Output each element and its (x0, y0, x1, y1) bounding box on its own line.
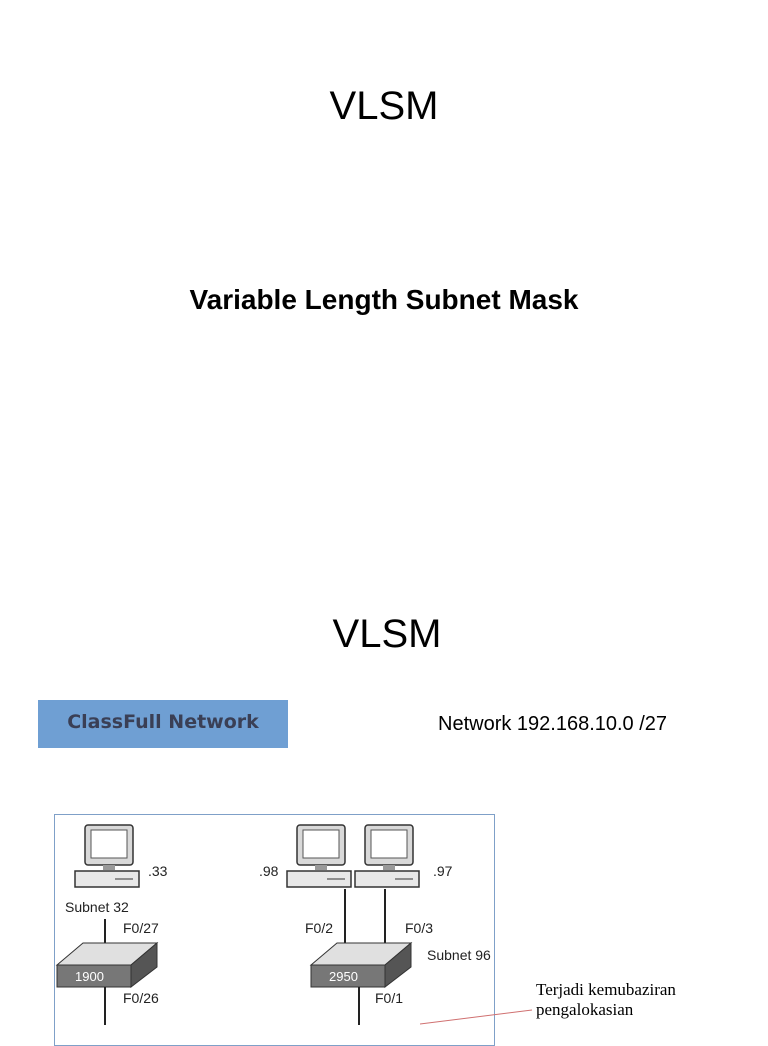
computer-icon (286, 824, 352, 888)
host-ip-98: .98 (259, 863, 279, 879)
callout-note: Terjadi kemubaziran pengalokasian (536, 980, 736, 1020)
topology-svg: .33 Subnet 32 F0/27 1900 F0/26 (55, 824, 491, 1025)
port-f0-1: F0/1 (375, 990, 403, 1006)
note-line-1: Terjadi kemubaziran (536, 980, 676, 999)
callout-line (420, 1009, 533, 1025)
classfull-banner: ClassFull Network (38, 700, 288, 748)
slide-title: VLSM (329, 84, 439, 128)
network-address: Network 192.168.10.0 /27 (438, 713, 668, 735)
switch-icon (55, 941, 159, 989)
host-ip-33: .33 (148, 863, 168, 879)
host-ip-97: .97 (433, 863, 453, 879)
slide-2: VLSM ClassFull Network Network 192.168.1… (0, 560, 768, 1046)
network-diagram: .33 Subnet 32 F0/27 1900 F0/26 (54, 814, 495, 1046)
note-line-2: pengalokasian (536, 1000, 634, 1019)
banner-label: ClassFull Network (67, 711, 259, 733)
port-f0-26: F0/26 (123, 990, 159, 1006)
slide-subtitle: Variable Length Subnet Mask (189, 284, 579, 315)
subnet-32-label: Subnet 32 (65, 899, 129, 915)
slide-title: VLSM (332, 612, 442, 656)
port-f0-27: F0/27 (123, 920, 159, 936)
subnet-96-label: Subnet 96 (427, 947, 491, 963)
computer-icon (354, 824, 420, 888)
switch-2950-label: 2950 (329, 969, 358, 984)
port-f0-2: F0/2 (305, 920, 333, 936)
port-f0-3: F0/3 (405, 920, 433, 936)
computer-icon (74, 824, 140, 888)
switch-icon (309, 941, 413, 989)
switch-1900-label: 1900 (75, 969, 104, 984)
slide-1: VLSM Variable Length Subnet Mask (189, 84, 579, 315)
